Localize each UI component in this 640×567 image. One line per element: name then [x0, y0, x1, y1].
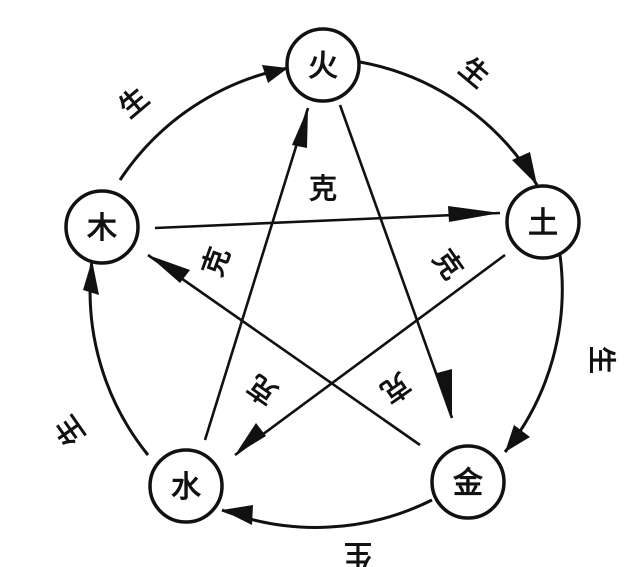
- overcome-label-fire-metal: 克: [426, 244, 469, 286]
- arrowhead-fire-to-earth: [512, 152, 537, 185]
- edge-wood-overcomes-earth: [154, 211, 501, 230]
- node-fire: 火: [285, 27, 361, 103]
- node-metal: 金: [430, 444, 506, 520]
- overcome-label-earth-water: 克: [242, 368, 284, 411]
- node-earth-label: 土: [528, 206, 558, 241]
- node-wood: 木: [64, 189, 140, 265]
- generating-cycle: [83, 60, 564, 529]
- arc-water-to-wood: [88, 259, 150, 456]
- node-metal-circle: [430, 444, 506, 520]
- node-wood-circle: [64, 189, 140, 265]
- generate-label-fire-earth: 生: [453, 51, 496, 94]
- generate-label-water-wood: 生: [49, 410, 92, 452]
- arrowhead-wood-to-fire: [262, 65, 288, 83]
- arc-wood-to-fire: [118, 66, 289, 181]
- node-metal-label: 金: [452, 466, 484, 501]
- arrowhead-earth-overcomes-water: [235, 423, 266, 455]
- arrowhead-wood-overcomes-earth: [448, 206, 500, 222]
- edge-fire-overcomes-metal: [338, 104, 454, 419]
- overcome-label-water-fire: 克: [196, 243, 237, 281]
- node-water-circle: [148, 448, 224, 524]
- edge-metal-overcomes-wood: [147, 253, 421, 447]
- generate-label-wood-fire: 生: [113, 81, 156, 124]
- generate-label-earth-metal: 生: [585, 346, 618, 374]
- node-earth: 土: [505, 184, 581, 260]
- overcome-label-metal-wood: 克: [375, 366, 417, 409]
- arrowhead-water-overcomes-fire: [292, 108, 308, 148]
- arrowhead-fire-overcomes-metal: [437, 369, 452, 418]
- node-earth-circle: [505, 184, 581, 260]
- arc-earth-to-metal: [503, 254, 564, 453]
- overcome-label-wood-earth: 克: [309, 172, 337, 205]
- overcoming-cycle: [147, 104, 506, 457]
- node-fire-label: 火: [308, 49, 338, 84]
- edge-water-overcomes-fire: [203, 107, 310, 441]
- arc-metal-to-water: [221, 498, 433, 529]
- arrowhead-earth-to-metal: [505, 425, 530, 452]
- node-fire-circle: [285, 27, 361, 103]
- edge-earth-overcomes-water: [234, 253, 506, 457]
- arrowhead-metal-to-water: [222, 505, 253, 525]
- node-water: 水: [148, 448, 224, 524]
- node-water-label: 水: [171, 470, 202, 505]
- arc-fire-to-earth: [359, 60, 539, 186]
- generate-label-metal-water: 生: [344, 538, 372, 567]
- arrowhead-metal-overcomes-wood: [148, 255, 190, 283]
- arrowhead-water-to-wood: [83, 260, 99, 295]
- node-wood-label: 木: [86, 211, 117, 246]
